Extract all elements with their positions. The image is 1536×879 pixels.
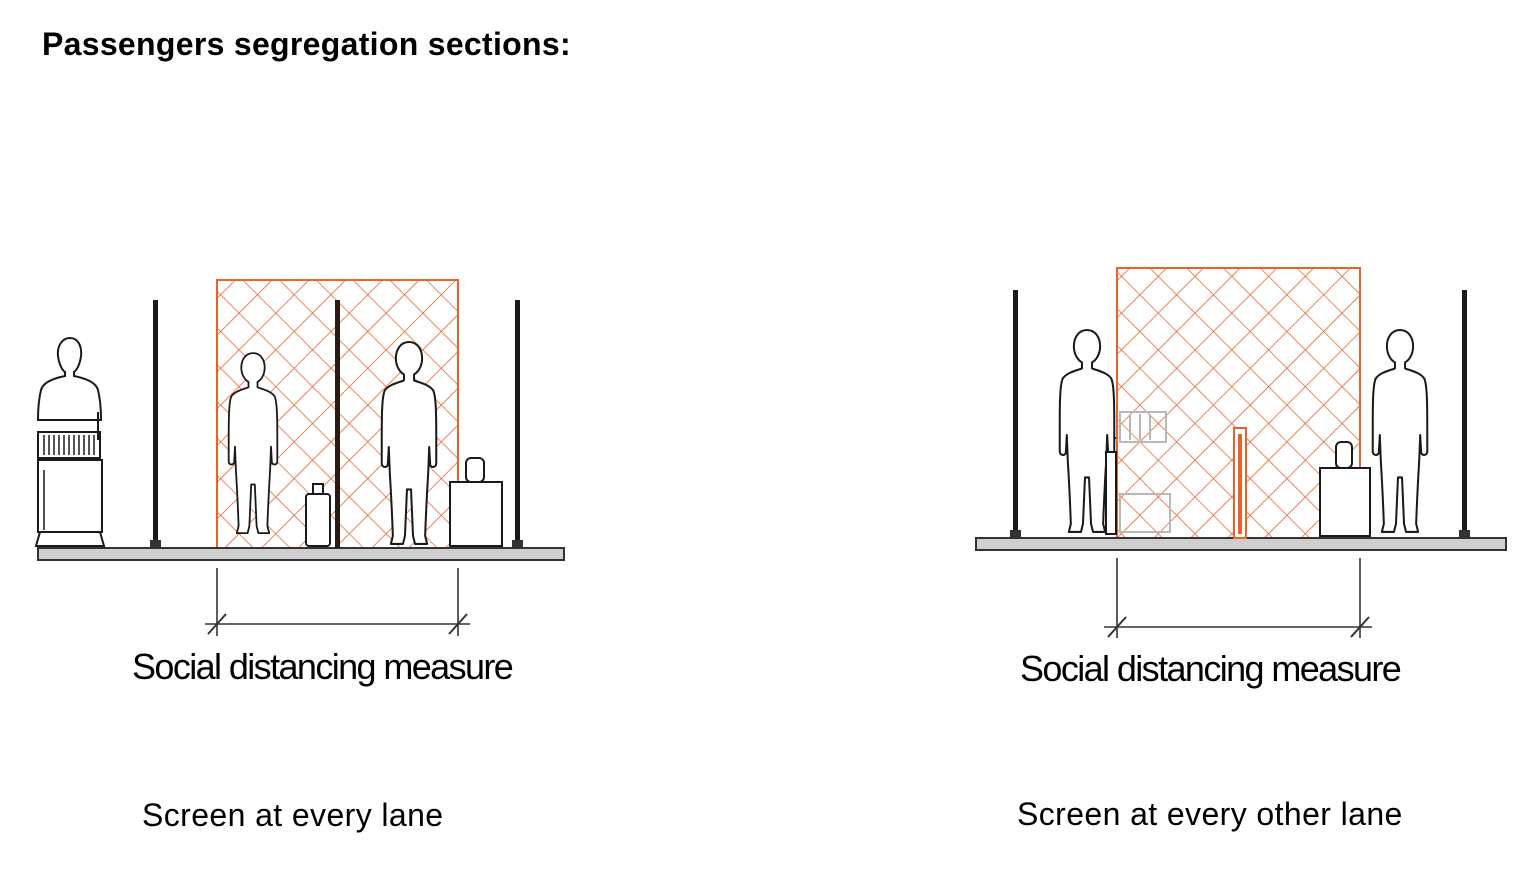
- dimension-line: [205, 568, 470, 636]
- scanner-equipment: [1108, 411, 1171, 533]
- floor-slab: [975, 537, 1507, 551]
- luggage: [1319, 441, 1371, 537]
- right-section-drawing: [975, 267, 1507, 638]
- lane-post: [335, 300, 340, 548]
- measure-label-left: Social distancing measure: [132, 646, 514, 687]
- lane-post: [150, 300, 161, 549]
- measure-label-right: Social distancing measure: [1020, 648, 1402, 689]
- caption-left: Screen at every lane: [142, 797, 444, 833]
- luggage: [1105, 451, 1117, 535]
- lane-post: [1010, 290, 1021, 539]
- luggage: [305, 457, 503, 547]
- scanner-operator: [34, 336, 106, 547]
- page-title: Passengers segregation sections:: [42, 26, 571, 62]
- left-section-drawing: [34, 279, 565, 636]
- dimension-line: [1104, 558, 1372, 638]
- floor-slab: [37, 547, 565, 561]
- lane-post: [1459, 290, 1470, 539]
- screen-post: [1233, 427, 1247, 539]
- lane-post: [512, 300, 523, 549]
- caption-right: Screen at every other lane: [1017, 796, 1403, 832]
- passenger-figure: [1371, 328, 1429, 534]
